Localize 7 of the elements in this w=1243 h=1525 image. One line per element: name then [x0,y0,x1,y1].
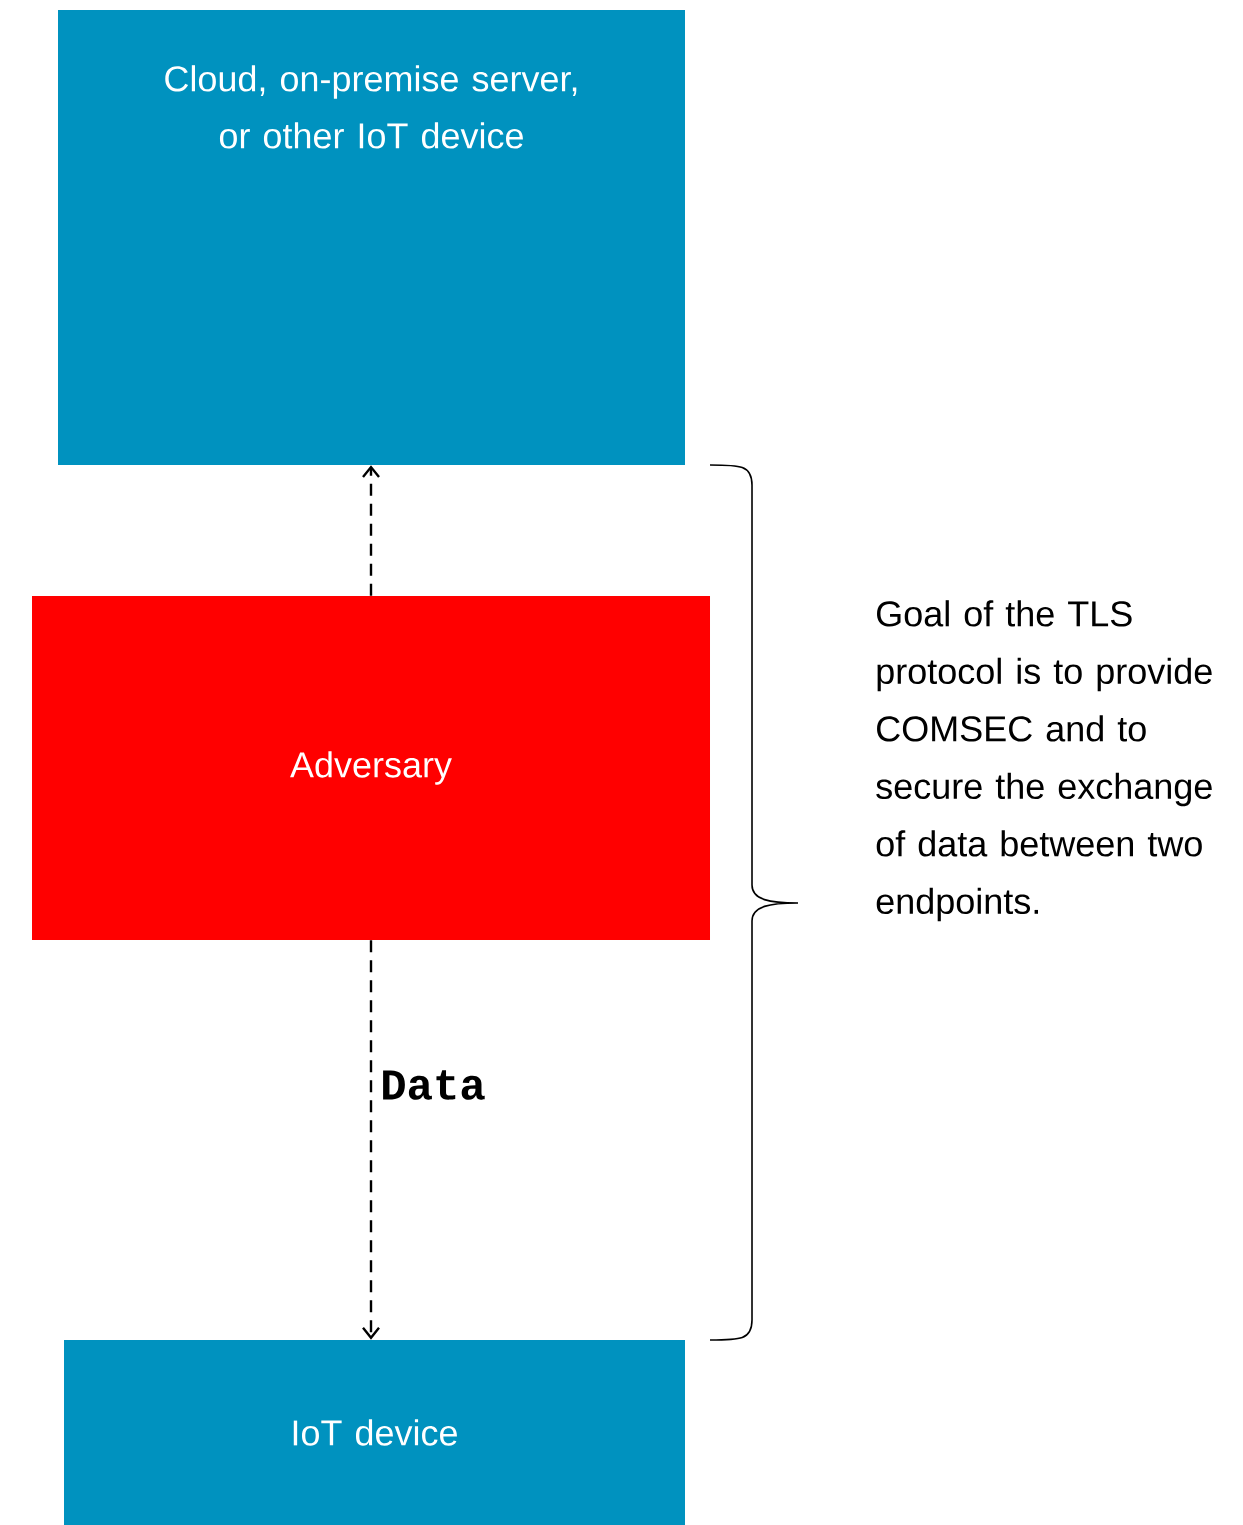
box: IoT device [64,1340,685,1525]
arrow [362,940,380,1340]
note-text: Goal of the TLS protocol is to provide COMSEC and to secure the exchange of data between two endpoints. [876,600,1212,922]
box: Cloud, on-premise server, or other IoT device [58,10,685,465]
box: Adversary [32,596,710,940]
arrow [362,465,380,596]
edge-label: Data [378,1068,488,1102]
